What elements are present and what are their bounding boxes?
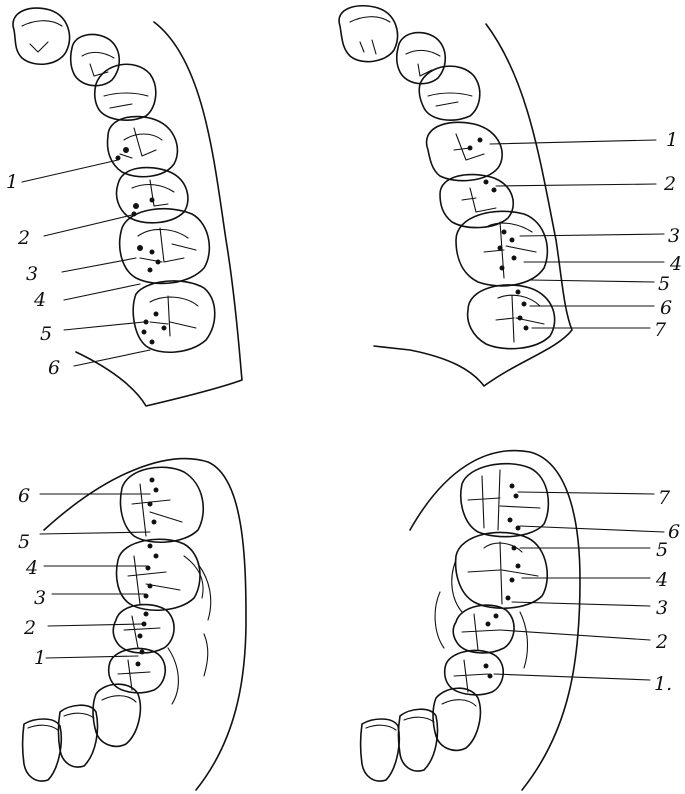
molar-1-tooth [452, 532, 548, 612]
marker-dots [468, 138, 529, 331]
label-1: 1 [34, 647, 46, 669]
canine-tooth [433, 688, 480, 750]
panel-upper-right: 1 2 3 4 5 6 7 [339, 6, 682, 386]
premolar-small-tooth [95, 64, 156, 120]
incisor-tooth [399, 709, 438, 771]
label-4: 4 [655, 569, 668, 591]
label-7: 7 [658, 487, 671, 509]
premolar-2-tooth [453, 605, 514, 653]
label-1: 1 [666, 129, 678, 151]
label-4: 4 [25, 557, 38, 579]
label-6: 6 [48, 357, 60, 379]
label-2: 2 [663, 173, 676, 195]
label-2: 2 [17, 227, 30, 249]
molar-2-tooth [461, 464, 549, 537]
label-3: 3 [34, 587, 46, 609]
label-6: 6 [18, 485, 30, 507]
premolar-2-tooth [440, 175, 513, 228]
molar-2-tooth [121, 467, 204, 542]
labels: 1 2 3 4 5 6 [6, 171, 60, 379]
label-7: 7 [654, 319, 667, 341]
incisor-tooth [59, 705, 98, 767]
label-5: 5 [656, 539, 668, 561]
arch-outline [76, 22, 242, 406]
label-5: 5 [18, 531, 30, 553]
molar-1-tooth [117, 539, 204, 610]
label-6: 6 [668, 521, 680, 543]
label-5: 5 [40, 323, 52, 345]
leader-lines [490, 140, 664, 328]
panel-lower-left: 6 5 4 3 2 1 [18, 459, 246, 790]
labels: 1 2 3 4 5 6 7 [654, 129, 682, 341]
label-5: 5 [658, 273, 670, 295]
label-3: 3 [656, 597, 668, 619]
canine-tooth [93, 684, 140, 746]
molar-2-tooth [468, 285, 555, 349]
label-1: 1 [6, 171, 18, 193]
molar-2-tooth [133, 281, 215, 352]
label-1: 1. [654, 673, 672, 695]
leader-lines [494, 492, 664, 680]
premolar-1-tooth [427, 122, 503, 180]
label-2: 2 [655, 631, 668, 653]
panel-upper-left: 1 2 3 4 5 6 [6, 8, 242, 406]
panel-lower-right: 7 6 5 4 3 2 1. [361, 451, 681, 790]
incisor-tooth [23, 719, 62, 781]
incisor-tooth [13, 8, 69, 64]
incisor-tooth [361, 719, 400, 781]
premolar-small-tooth [419, 66, 480, 120]
labels: 6 5 4 3 2 1 [18, 485, 46, 669]
premolar-2-tooth [113, 605, 174, 653]
canine-tooth [71, 34, 120, 85]
label-2: 2 [23, 617, 36, 639]
label-4: 4 [33, 289, 46, 311]
labels: 7 6 5 4 3 2 1. [654, 487, 680, 695]
canine-tooth [397, 33, 446, 84]
label-3: 3 [668, 225, 680, 247]
label-4: 4 [669, 253, 682, 275]
label-3: 3 [26, 263, 38, 285]
incisor-tooth [339, 6, 397, 62]
label-6: 6 [660, 297, 672, 319]
marker-dots [136, 478, 159, 667]
